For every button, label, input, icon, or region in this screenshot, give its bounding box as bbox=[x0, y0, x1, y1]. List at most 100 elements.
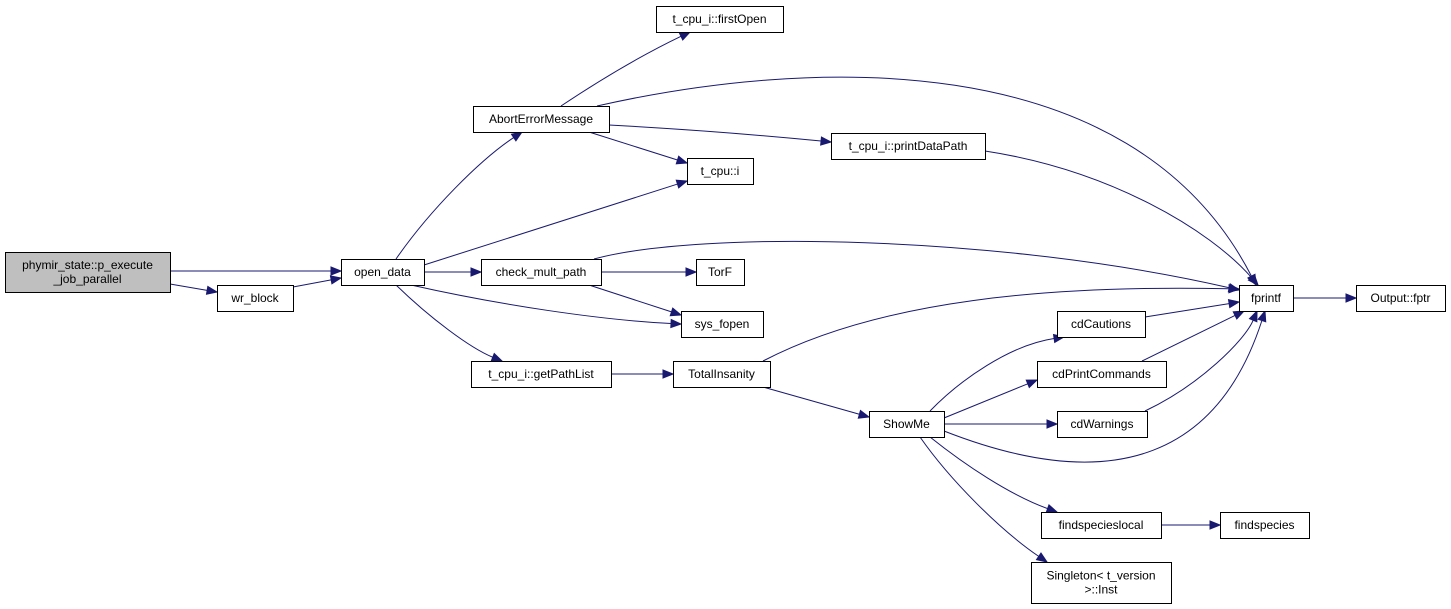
node-box bbox=[1031, 562, 1172, 604]
edge-layer bbox=[169, 31, 1358, 563]
node-box bbox=[341, 259, 425, 286]
node-box bbox=[869, 411, 945, 438]
node-label: t_cpu::i bbox=[701, 164, 740, 178]
node-cdcautions[interactable]: cdCautions bbox=[1057, 311, 1146, 338]
node-box bbox=[1220, 512, 1310, 539]
edge-line bbox=[1144, 303, 1230, 318]
node-box bbox=[473, 106, 610, 133]
node-box bbox=[1041, 512, 1162, 539]
arrowhead-icon bbox=[510, 131, 524, 142]
node-firstopen[interactable]: t_cpu_i::firstOpen bbox=[656, 6, 784, 33]
node-box bbox=[1356, 285, 1446, 312]
node-box bbox=[1037, 361, 1167, 388]
arrowhead-icon bbox=[1345, 293, 1358, 303]
edge-showme-to-findspecieslocal bbox=[929, 436, 1059, 513]
edge-root-to-wr_block bbox=[169, 283, 219, 295]
edge-showme-to-fprintf bbox=[943, 309, 1267, 463]
node-label: t_cpu_i::getPathList bbox=[488, 367, 594, 381]
node-totalinsanity[interactable]: TotalInsanity bbox=[673, 361, 771, 388]
edge-line bbox=[395, 284, 493, 358]
edge-line bbox=[395, 137, 514, 260]
edge-wr_block-to-open_data bbox=[292, 275, 343, 288]
node-box bbox=[656, 6, 784, 33]
node-label: fprintf bbox=[1251, 291, 1282, 305]
node-cdwarnings[interactable]: cdWarnings bbox=[1057, 411, 1148, 438]
arrowhead-icon bbox=[1035, 552, 1049, 563]
edge-open_data-to-check_mult_path bbox=[424, 267, 483, 277]
edge-findspecieslocal-to-findspecies bbox=[1161, 520, 1222, 530]
arrowhead-icon bbox=[820, 136, 833, 146]
edge-printdatapath-to-fprintf bbox=[984, 150, 1259, 287]
edge-open_data-to-getpathlist bbox=[395, 284, 504, 362]
edge-abort-to-firstopen bbox=[560, 31, 692, 107]
node-label: findspecies bbox=[1234, 518, 1294, 532]
node-box bbox=[5, 252, 171, 293]
node-wr_block[interactable]: wr_block bbox=[217, 285, 294, 312]
edge-line bbox=[593, 240, 1230, 289]
node-layer: phymir_state::p_execute_job_parallelwr_b… bbox=[5, 6, 1446, 604]
node-findspecies[interactable]: findspecies bbox=[1220, 512, 1310, 539]
arrowhead-icon bbox=[330, 266, 343, 276]
arrowhead-icon bbox=[670, 318, 683, 329]
node-root[interactable]: phymir_state::p_execute_job_parallel bbox=[5, 252, 171, 293]
node-fprintf[interactable]: fprintf bbox=[1239, 285, 1294, 312]
node-label: cdCautions bbox=[1071, 317, 1131, 331]
node-box bbox=[1057, 311, 1146, 338]
node-label: t_cpu_i::printDataPath bbox=[849, 139, 968, 153]
node-label: open_data bbox=[354, 265, 411, 279]
node-box bbox=[217, 285, 294, 312]
edge-line bbox=[943, 383, 1028, 419]
edge-abort-to-printdatapath bbox=[608, 124, 833, 146]
node-sys_fopen[interactable]: sys_fopen bbox=[681, 311, 764, 338]
node-showme[interactable]: ShowMe bbox=[869, 411, 945, 438]
edge-line bbox=[169, 283, 208, 291]
node-check_mult_path[interactable]: check_mult_path bbox=[481, 259, 602, 286]
edge-line bbox=[410, 284, 672, 325]
edge-line bbox=[929, 337, 1055, 412]
arrowhead-icon bbox=[1257, 309, 1267, 323]
node-abort[interactable]: AbortErrorMessage bbox=[473, 106, 610, 133]
arrowhead-icon bbox=[205, 285, 219, 295]
node-cdprintcommands[interactable]: cdPrintCommands bbox=[1037, 361, 1167, 388]
edge-check_mult_path-to-fprintf bbox=[593, 240, 1241, 293]
arrowhead-icon bbox=[669, 307, 683, 317]
node-findspecieslocal[interactable]: findspecieslocal bbox=[1041, 512, 1162, 539]
node-fptr[interactable]: Output::fptr bbox=[1356, 285, 1446, 312]
edge-check_mult_path-to-torf bbox=[601, 267, 698, 277]
arrowhead-icon bbox=[329, 275, 343, 285]
edge-line bbox=[596, 76, 1252, 277]
edge-totalinsanity-to-fprintf bbox=[762, 284, 1241, 362]
edge-cdcautions-to-fprintf bbox=[1144, 298, 1241, 318]
node-label: Singleton< t_version bbox=[1046, 569, 1155, 583]
edge-line bbox=[1144, 320, 1254, 412]
arrowhead-icon bbox=[490, 352, 504, 362]
node-box bbox=[687, 158, 754, 185]
edge-line bbox=[560, 35, 682, 107]
edge-check_mult_path-to-sys_fopen bbox=[588, 284, 683, 317]
arrowhead-icon bbox=[1232, 310, 1246, 320]
node-tcpu_i[interactable]: t_cpu::i bbox=[687, 158, 754, 185]
arrowhead-icon bbox=[678, 31, 692, 41]
node-label: findspecieslocal bbox=[1059, 518, 1144, 532]
edge-line bbox=[1141, 314, 1236, 362]
arrowhead-icon bbox=[685, 267, 698, 277]
node-label: _job_parallel bbox=[52, 272, 121, 286]
node-open_data[interactable]: open_data bbox=[341, 259, 425, 286]
edge-line bbox=[943, 320, 1263, 463]
node-label: check_mult_path bbox=[496, 265, 587, 279]
node-printdatapath[interactable]: t_cpu_i::printDataPath bbox=[831, 133, 986, 160]
node-label: wr_block bbox=[230, 291, 279, 305]
edge-line bbox=[762, 287, 1230, 362]
arrowhead-icon bbox=[1228, 284, 1241, 294]
node-getpathlist[interactable]: t_cpu_i::getPathList bbox=[471, 361, 612, 388]
node-box bbox=[1057, 411, 1148, 438]
node-singleton[interactable]: Singleton< t_version>::Inst bbox=[1031, 562, 1172, 604]
node-box bbox=[696, 259, 745, 286]
node-box bbox=[481, 259, 602, 286]
node-label: t_cpu_i::firstOpen bbox=[672, 12, 766, 26]
node-torf[interactable]: TorF bbox=[696, 259, 745, 286]
edge-open_data-to-tcpu_i bbox=[423, 179, 689, 266]
edge-abort-to-tcpu_i bbox=[588, 131, 689, 165]
edge-open_data-to-abort bbox=[395, 131, 524, 260]
